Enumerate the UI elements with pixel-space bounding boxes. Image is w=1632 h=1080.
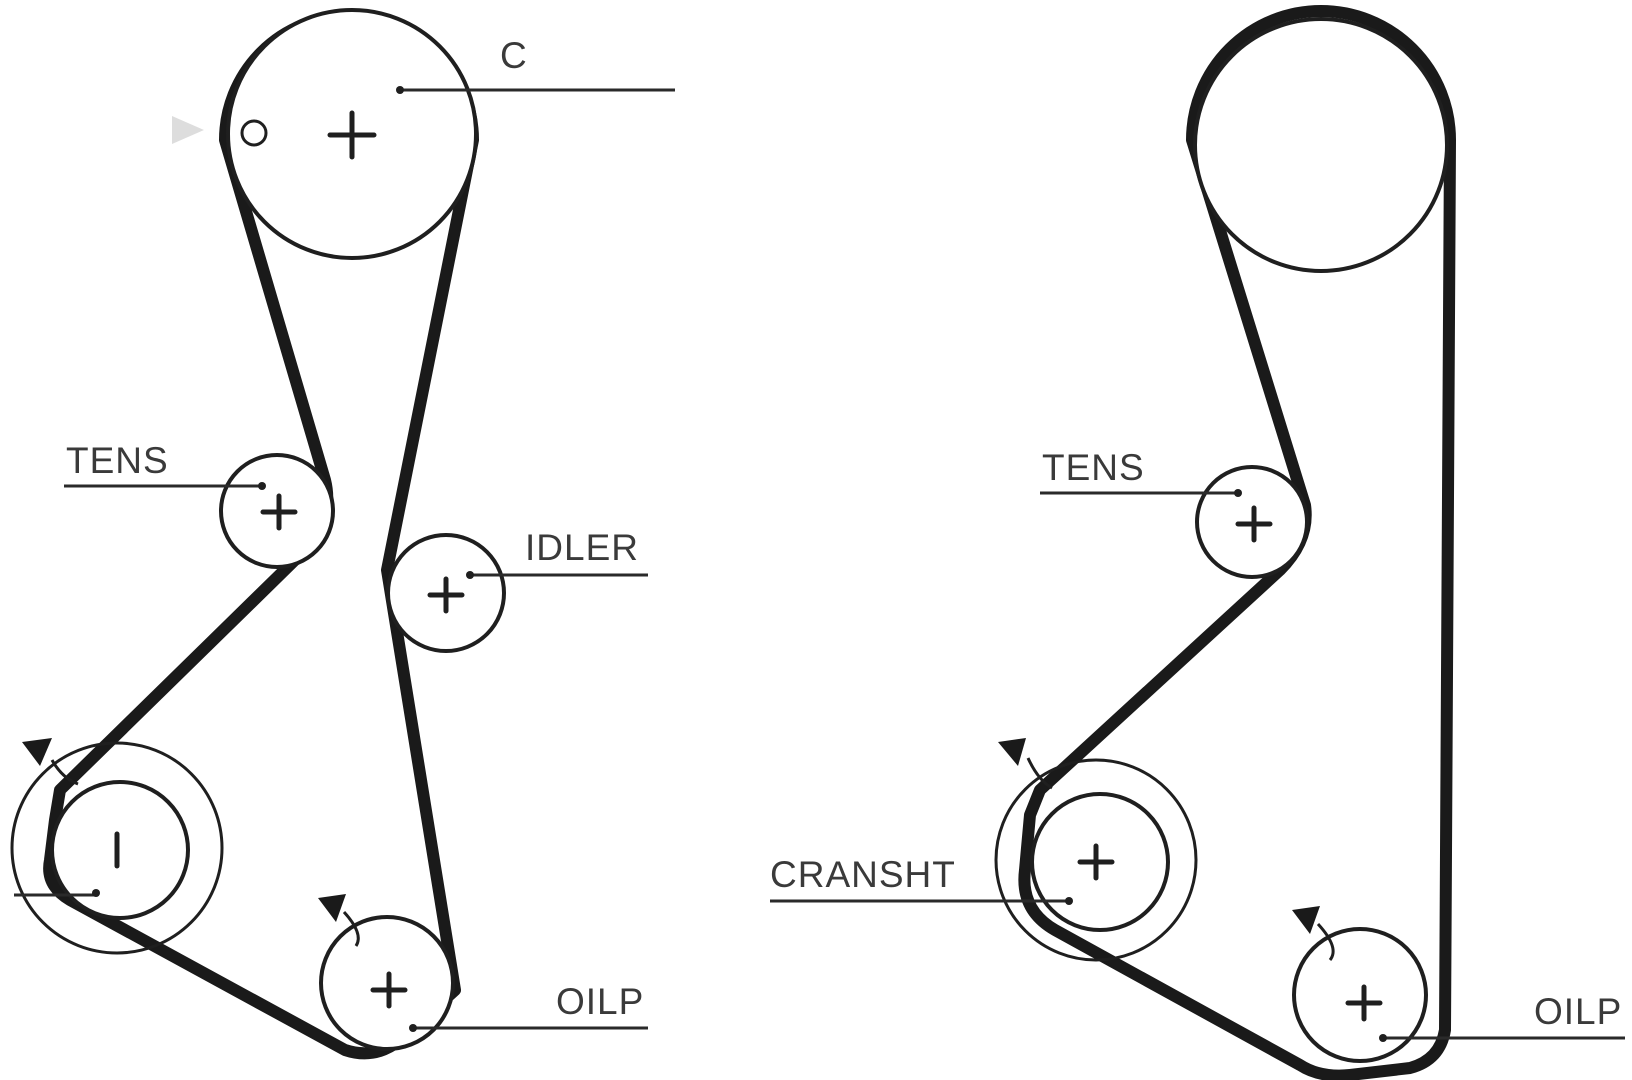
- right-tensioner-center-icon: [1235, 505, 1273, 543]
- left-idler-center-icon: [427, 576, 465, 614]
- left-diagram: C TENS IDLER OILP: [10, 8, 675, 1060]
- left-crankshaft-timing-hook-icon: [50, 759, 79, 786]
- right-crankshaft-center-icon: [1077, 843, 1115, 881]
- right-oilpump-timing-arrow-icon: [1292, 906, 1320, 934]
- right-timing-belt: [1018, 5, 1456, 1080]
- left-timing-mark-icon: [240, 119, 268, 147]
- right-crankshaft-timing-arrow-icon: [998, 738, 1026, 766]
- right-tensioner-label: TENS: [1042, 447, 1145, 488]
- left-idler-leader-dot: [466, 571, 474, 579]
- right-oilpump-timing-hook-icon: [1316, 922, 1335, 961]
- right-crankshaft-outer-ring: [994, 758, 1198, 962]
- right-crankshaft-timing-hook-icon: [1026, 757, 1053, 790]
- right-crankshaft-label: CRANSHT: [770, 854, 956, 895]
- right-oilpump-label: OILP: [1534, 991, 1622, 1032]
- left-oilpump-center-icon: [370, 971, 408, 1009]
- left-crankshaft-timing-arrow-icon: [22, 738, 52, 766]
- left-tensioner-center-icon: [260, 493, 298, 531]
- right-oilpump-center-icon: [1345, 984, 1383, 1022]
- left-tensioner-leader-dot: [258, 482, 266, 490]
- right-crankshaft-leader-dot: [1065, 897, 1073, 905]
- right-diagram: TENS CRANSHT OILP: [770, 5, 1625, 1080]
- right-camshaft-pulley: [1193, 17, 1449, 273]
- left-tensioner-label: TENS: [66, 440, 169, 481]
- left-oilpump-leader-dot: [409, 1024, 417, 1032]
- right-oilpump-pulley: [1292, 927, 1428, 1063]
- left-oilpump-timing-hook-icon: [342, 910, 360, 947]
- left-crankshaft-outer-ring: [10, 741, 224, 955]
- right-tensioner-leader-dot: [1234, 489, 1242, 497]
- left-camshaft-leader-dot: [396, 86, 404, 94]
- left-camshaft-timing-arrow-icon: [172, 116, 204, 144]
- right-oilpump-leader-dot: [1379, 1034, 1387, 1042]
- left-oilpump-timing-arrow-icon: [318, 894, 346, 922]
- left-crankshaft-pulley: [50, 780, 190, 920]
- left-idler-label: IDLER: [525, 527, 639, 568]
- left-crankshaft-leader-dot: [92, 889, 100, 897]
- left-camshaft-label: C: [500, 35, 528, 76]
- left-camshaft-center-icon: [327, 110, 377, 160]
- left-oilpump-label: OILP: [556, 981, 644, 1022]
